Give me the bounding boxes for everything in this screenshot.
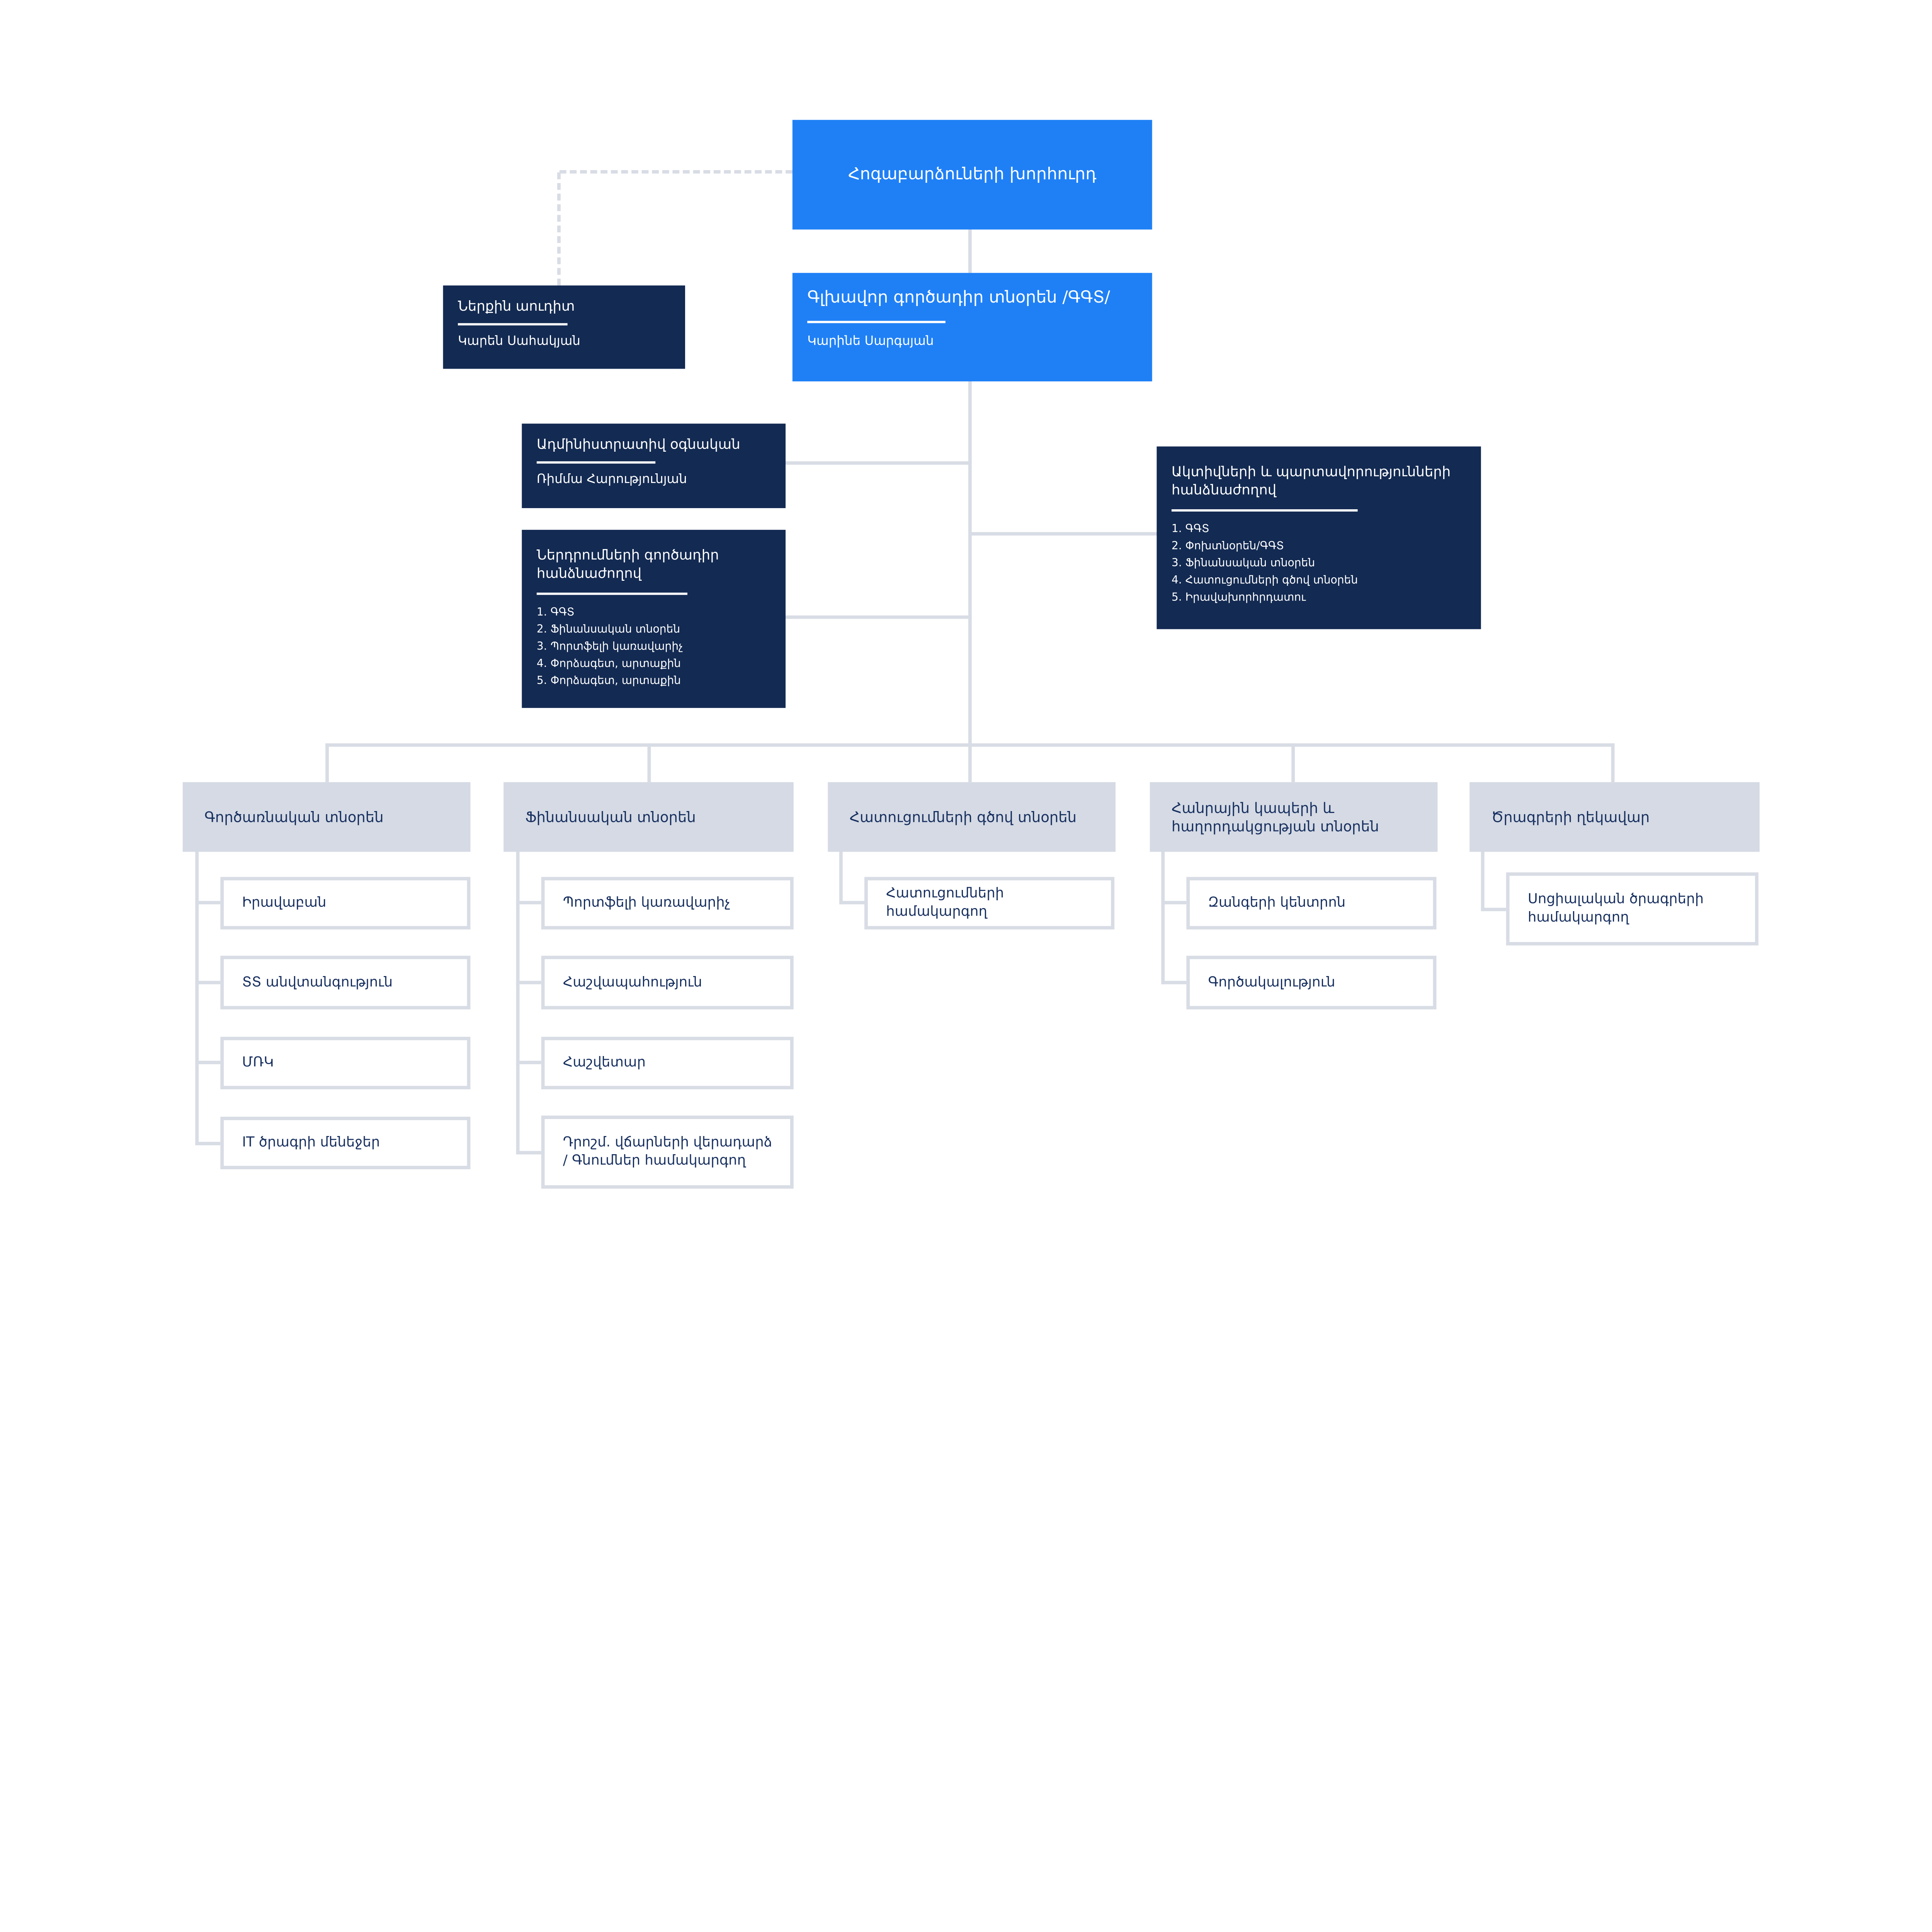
role-label: Իրավաբան: [242, 894, 327, 910]
role-label: ՏՏ անվտանգություն: [242, 973, 393, 990]
connector-col2-s3: [516, 1061, 541, 1065]
committee-member: 1. ԳԳՏ: [1171, 523, 1209, 536]
admin-assistant-title: Ադմինիստրատիվ օգնական: [536, 436, 740, 452]
node-dept-public-relations: Հանրային կապերի և հաղորդակցության տնօրեն: [1150, 782, 1438, 852]
connector-col4-s1: [1161, 901, 1187, 905]
committee-member: 5. Փորձագետ, արտաքին: [536, 675, 681, 688]
connector-alco-branch: [970, 532, 1157, 536]
connector-col2-s1: [516, 901, 541, 905]
connector-col3-s1: [839, 901, 864, 905]
org-chart: Հոգաբարձուների խորհուրդ Գլխավոր գործադիր…: [182, 120, 1760, 1189]
admin-assistant-divider: [536, 461, 656, 464]
node-ceo: Գլխավոր գործադիր տնօրեն /ԳԳՏ/ Կարինե Սար…: [792, 273, 1152, 381]
connector-investment-branch: [786, 615, 971, 619]
node-internal-audit: Ներքին աուդիտ Կարեն Սահակյան: [443, 285, 685, 369]
node-dept-finance: Ֆինանսական տնօրեն: [503, 782, 794, 852]
internal-audit-title: Ներքին աուդիտ: [457, 298, 575, 314]
role-label: Սոցիալական ծրագրերի համակարգող: [1527, 891, 1704, 925]
connector-drop-1: [325, 743, 329, 782]
connector-trunk: [968, 381, 972, 747]
connector-drop-5: [1611, 743, 1615, 782]
dept-title: Հանրային կապերի և հաղորդակցության տնօրեն: [1171, 799, 1379, 834]
connector-col2-v: [516, 852, 520, 1155]
node-role-social-programs-coordinator: Սոցիալական ծրագրերի համակարգող: [1506, 872, 1759, 946]
connector-col4-v: [1161, 852, 1165, 985]
board-title: Հոգաբարձուների խորհուրդ: [848, 165, 1097, 184]
node-role-portfolio-manager: Պորտֆելի կառավարիչ: [541, 877, 794, 930]
connector-col4-s2: [1161, 981, 1187, 985]
role-label: Պորտֆելի կառավարիչ: [563, 894, 731, 910]
connector-drop-2: [647, 743, 651, 782]
connector-col1-s2: [195, 981, 221, 985]
node-role-lawyer: Իրավաբան: [220, 877, 471, 930]
connector-col2-s2: [516, 981, 541, 985]
connector-col5-s1: [1481, 908, 1506, 912]
investment-committee-divider: [536, 593, 687, 595]
node-admin-assistant: Ադմինիստրատիվ օգնական Ռիմմա Հարությունյա…: [522, 423, 786, 509]
node-role-accountant: Հաշվետար: [541, 1037, 794, 1090]
node-role-agency: Գործակալություն: [1186, 956, 1437, 1010]
role-label: Զանգերի կենտրոն: [1208, 894, 1346, 910]
node-role-stamp-refund-procurement: Դրոշմ. վճարների վերադարձ / Գնումներ համա…: [541, 1116, 794, 1189]
committee-member: 4. Հատուցումների գծով տնօրեն: [1171, 575, 1358, 588]
connector-admin-branch: [786, 461, 971, 465]
committee-member: 4. Փորձագետ, արտաքին: [536, 658, 681, 671]
connector-drop-4: [1291, 743, 1295, 782]
role-label: Հաշվետար: [563, 1054, 646, 1070]
dept-title: Գործառնական տնօրեն: [204, 808, 384, 825]
node-investment-committee: Ներդրումների գործադիր հանձնաժողով 1. ԳԳՏ…: [522, 530, 786, 708]
dept-title: Հատուցումների գծով տնօրեն: [849, 808, 1077, 825]
node-role-call-center: Զանգերի կենտրոն: [1186, 877, 1437, 930]
node-board-of-trustees: Հոգաբարձուների խորհուրդ: [792, 120, 1152, 230]
node-role-hr: ՄՌԿ: [220, 1037, 471, 1090]
ceo-title: Գլխավոր գործադիր տնօրեն /ԳԳՏ/: [807, 289, 1110, 307]
connector-board-ceo: [968, 229, 972, 273]
dept-title: Ծրագրերի ղեկավար: [1491, 808, 1650, 825]
role-label: ՄՌԿ: [242, 1054, 274, 1070]
admin-assistant-name: Ռիմմա Հարությունյան: [536, 472, 687, 487]
role-label: Գործակալություն: [1208, 973, 1335, 990]
alco-committee-divider: [1171, 510, 1358, 512]
connector-col3-v: [839, 852, 843, 905]
internal-audit-name: Կարեն Սահակյան: [457, 333, 581, 349]
dashed-connector-board-to-audit-h: [559, 170, 793, 174]
ceo-name: Կարինե Սարգսյան: [807, 333, 934, 348]
connector-col1-s3: [195, 1061, 221, 1065]
node-dept-benefits: Հատուցումների գծով տնօրեն: [828, 782, 1116, 852]
connector-col5-v: [1481, 852, 1485, 912]
node-dept-operations: Գործառնական տնօրեն: [182, 782, 471, 852]
role-label: Դրոշմ. վճարների վերադարձ / Գնումներ համա…: [563, 1134, 772, 1168]
committee-member: 2. Փոխտնօրեն/ԳԳՏ: [1171, 540, 1284, 553]
node-role-benefits-coordinator: Հատուցումների համակարգող: [864, 877, 1115, 930]
node-role-it-program-manager: IT ծրագրի մենեջեր: [220, 1117, 471, 1170]
alco-committee-title: Ակտիվների և պարտավորությունների հանձնաժո…: [1171, 463, 1451, 498]
role-label: IT ծրագրի մենեջեր: [242, 1134, 380, 1150]
committee-member: 5. Իրավախորհրդատու: [1171, 592, 1306, 605]
node-dept-programs: Ծրագրերի ղեկավար: [1469, 782, 1760, 852]
committee-member: 1. ԳԳՏ: [536, 607, 575, 619]
node-alco-committee: Ակտիվների և պարտավորությունների հանձնաժո…: [1156, 446, 1481, 629]
internal-audit-divider: [457, 323, 568, 326]
connector-col2-s4: [516, 1151, 541, 1155]
committee-member: 3. Ֆինանսական տնօրեն: [1171, 558, 1315, 570]
connector-col1-s4: [195, 1142, 221, 1145]
role-label: Հաշվապահություն: [563, 973, 702, 990]
ceo-divider: [807, 320, 946, 323]
connector-drop-3: [968, 743, 972, 782]
node-role-accounting: Հաշվապահություն: [541, 956, 794, 1010]
dept-title: Ֆինանսական տնօրեն: [525, 808, 696, 825]
node-role-it-security: ՏՏ անվտանգություն: [220, 956, 471, 1010]
investment-committee-title: Ներդրումների գործադիր հանձնաժողով: [536, 547, 719, 582]
connector-col1-v: [195, 852, 199, 1145]
role-label: Հատուցումների համակարգող: [886, 885, 1004, 919]
connector-col1-s1: [195, 901, 221, 905]
committee-member: 3. Պորտֆելի կառավարիչ: [536, 641, 683, 654]
dashed-connector-board-to-audit-v: [557, 172, 561, 286]
committee-member: 2. Ֆինանսական տնօրեն: [536, 624, 680, 637]
